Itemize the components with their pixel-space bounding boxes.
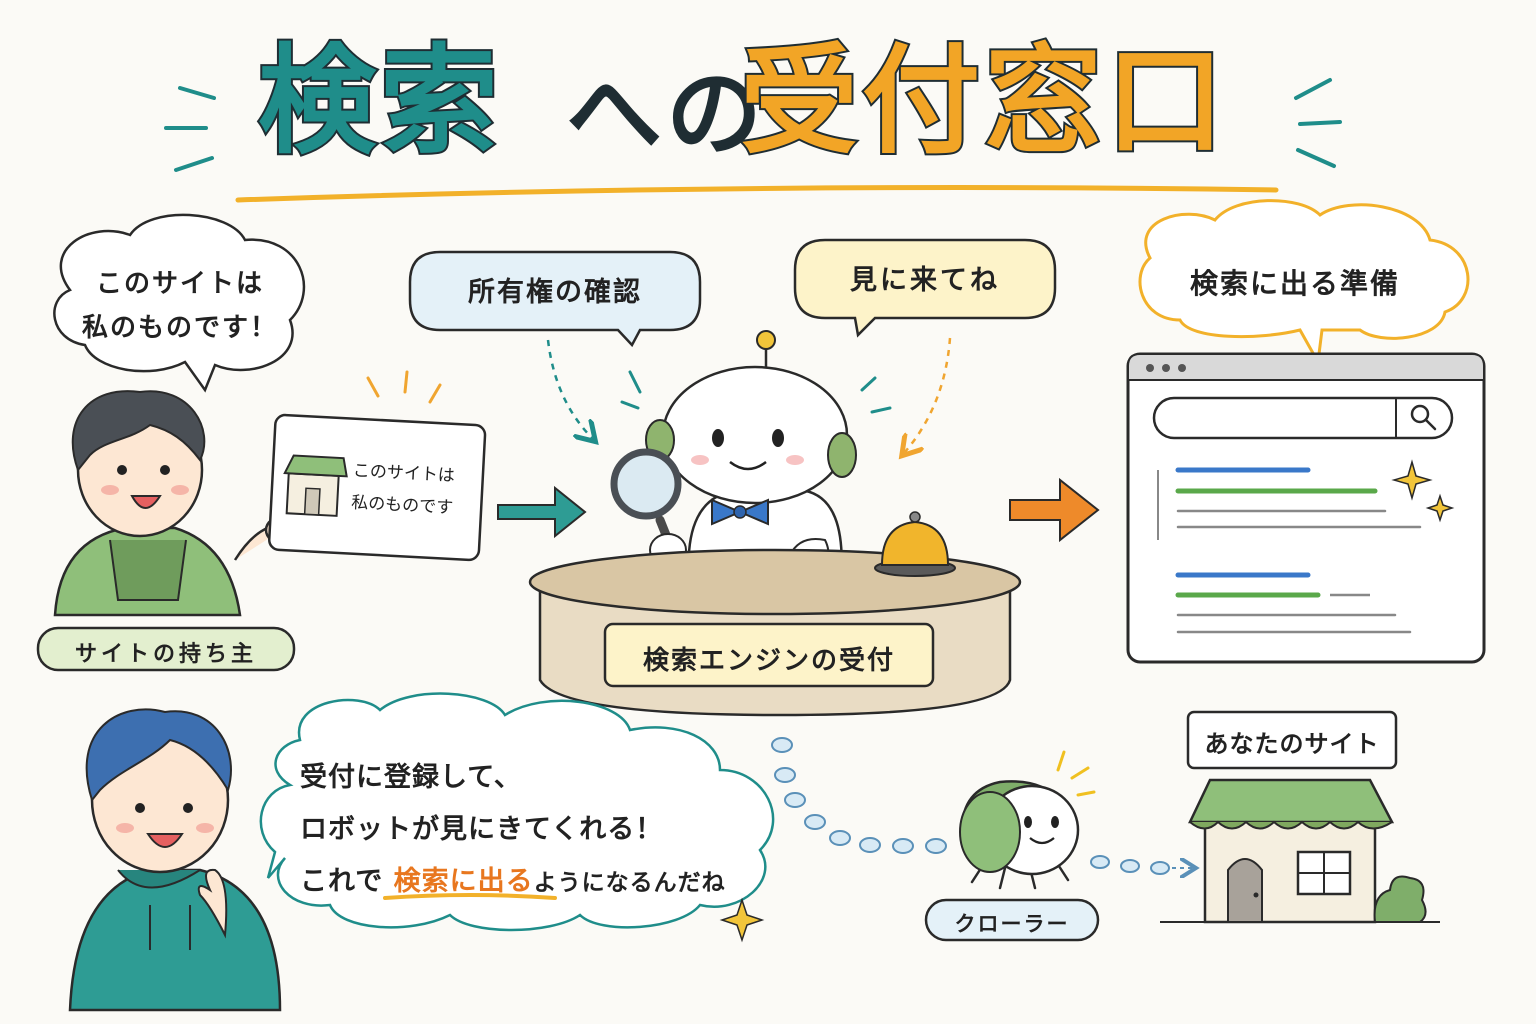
crawler-robot [959, 750, 1096, 890]
orange-arrow [1009, 477, 1100, 543]
owner-person [53, 390, 304, 617]
crawler-path [771, 737, 1170, 875]
card-text: このサイトは 私のものです [350, 455, 473, 525]
title-connector: への [566, 58, 766, 170]
owner-label: サイトの持ち主 [74, 642, 257, 667]
card-sparkle-lines [366, 370, 442, 404]
viewer-thought-text: 受付に登録して、 ロボットが見にきてくれる！ これで 検索に出るようになるんだね [300, 752, 770, 909]
thought-highlight: 検索に出る [393, 866, 534, 897]
owner-speech-text: このサイトは 私のものです！ [70, 262, 290, 350]
site-label: あなたのサイト [1204, 730, 1380, 758]
desk-label: 検索エンジンの受付 [642, 646, 895, 676]
title-reception-window: 受付窓口 [738, 32, 1229, 170]
bell-icon [874, 511, 956, 577]
teal-arrow [497, 485, 587, 539]
crawler-label-pill [924, 898, 1100, 942]
search-results-browser [1126, 352, 1486, 664]
thought-line: 受付に登録して、 [300, 762, 522, 793]
crawler-label: クローラー [954, 912, 1070, 936]
owner-speech-bubble [53, 213, 306, 393]
visit-bubble [793, 238, 1057, 338]
verify-bubble [408, 250, 702, 348]
search-icon [1410, 404, 1437, 431]
thought-line: ロボットが見にきてくれる！ [300, 814, 664, 845]
thought-text: ようになるんだね [533, 870, 726, 896]
thought-line: これで 検索に出るようになるんだね [300, 856, 770, 909]
thought-text: これで [300, 866, 384, 897]
owner-speech-line: 私のものです！ [81, 313, 278, 343]
highlight-underline [383, 893, 557, 900]
verify-bubble-text: 所有権の確認 [468, 277, 642, 308]
owner-speech-line: このサイトは [95, 269, 264, 299]
sparkle-icon [719, 897, 765, 943]
card-text-line: 私のものです [350, 492, 454, 519]
ownership-card [268, 413, 487, 562]
results-bubble-text: 検索に出る準備 [1189, 267, 1400, 300]
owner-label-pill [36, 626, 296, 672]
your-site-store [1160, 710, 1440, 924]
viewer-thought-bubble [259, 692, 775, 932]
title-sparkles [164, 78, 1342, 172]
title-search: 検索 [256, 32, 503, 170]
sparkle-icon [1391, 459, 1455, 523]
reception-desk [528, 548, 1022, 717]
viewer-person [68, 708, 282, 1012]
results-bubble [1138, 199, 1470, 367]
visit-bubble-text: 見に来てね [850, 265, 1000, 296]
title-underline [235, 185, 1279, 203]
